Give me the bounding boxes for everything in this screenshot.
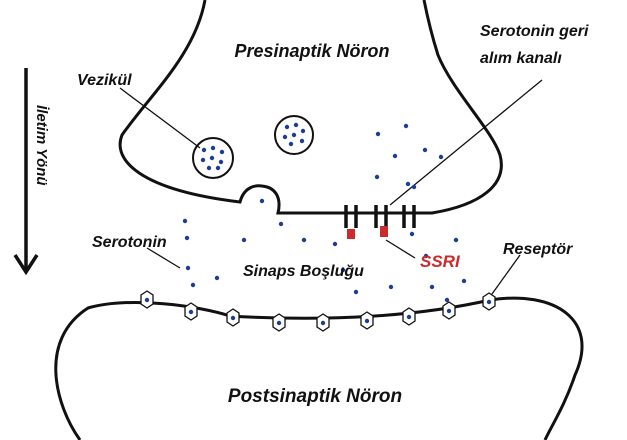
serotonin-molecule [214,275,220,281]
serotonin-molecule [438,154,444,160]
serotonin-molecule [201,147,207,153]
serotonin-molecule [291,132,297,138]
serotonin-molecule [278,221,284,227]
serotonin-molecule [215,165,221,171]
serotonin-molecule [299,138,305,144]
postsynaptic-membrane [54,296,584,440]
serotonin-molecule [444,297,450,303]
serotonin-molecule [388,284,394,290]
serotonin-molecule [218,159,224,165]
serotonin-molecule [411,184,417,190]
receptor-3 [226,308,240,327]
serotonin-molecule [403,123,409,129]
reuptake-label-line2: alım kanalı [480,50,562,67]
serotonin-molecule [241,237,247,243]
serotonin-molecule [461,278,467,284]
receptor-9 [482,292,496,311]
serotonin-molecule [301,237,307,243]
receptor-6 [360,311,374,330]
serotonin-molecule [210,145,216,151]
vesicle-label: Vezikül [77,72,132,89]
direction-label: İletim Yönü [33,105,50,186]
serotonin-molecule [392,153,398,159]
serotonin-molecule [332,241,338,247]
reuptake-channel [344,205,416,228]
ssri-block-2 [380,226,388,237]
reuptake-label-line1: Serotonin geri [480,23,589,40]
serotonin-molecule [340,267,346,273]
serotonin-molecule [293,122,299,128]
receptor-8 [442,301,456,320]
serotonin-molecule [184,235,190,241]
serotonin-label: Serotonin [92,234,167,251]
serotonin-molecule [405,181,411,187]
receptor-4 [272,313,286,332]
serotonin-molecule [219,149,225,155]
serotonin-molecule [423,253,429,259]
serotonin-molecule [182,218,188,224]
serotonin-molecule [429,284,435,290]
leader-lines [119,79,543,295]
receptor-1 [140,290,154,309]
postsynaptic-label: Postsinaptik Nöron [228,386,402,407]
receptor-2 [184,302,198,321]
receptor-7 [402,307,416,326]
synaptic-cleft-label: Sinaps Boşluğu [243,263,364,280]
presynaptic-label: Presinaptik Nöron [234,41,389,61]
serotonin-molecule [185,265,191,271]
presynaptic-membrane [118,0,503,215]
ssri-label: SSRI [420,252,461,271]
serotonin-molecule [259,198,265,204]
serotonin-molecule [375,131,381,137]
serotonin-molecule [190,282,196,288]
receptor-5 [316,313,330,332]
serotonin-molecule [409,231,415,237]
ssri-block-1 [347,229,355,239]
serotonin-molecule [284,124,290,130]
serotonin-molecule [374,174,380,180]
serotonin-molecule [282,134,288,140]
serotonin-molecule [209,155,215,161]
serotonin-molecule [353,289,359,295]
serotonin-molecule [206,165,212,171]
serotonin-molecule [422,147,428,153]
serotonin-molecule [200,157,206,163]
serotonin-molecule [300,128,306,134]
receptor-label: Reseptör [503,241,573,258]
serotonin-molecule [453,237,459,243]
direction-arrow [13,68,39,276]
serotonin-molecule [288,141,294,147]
